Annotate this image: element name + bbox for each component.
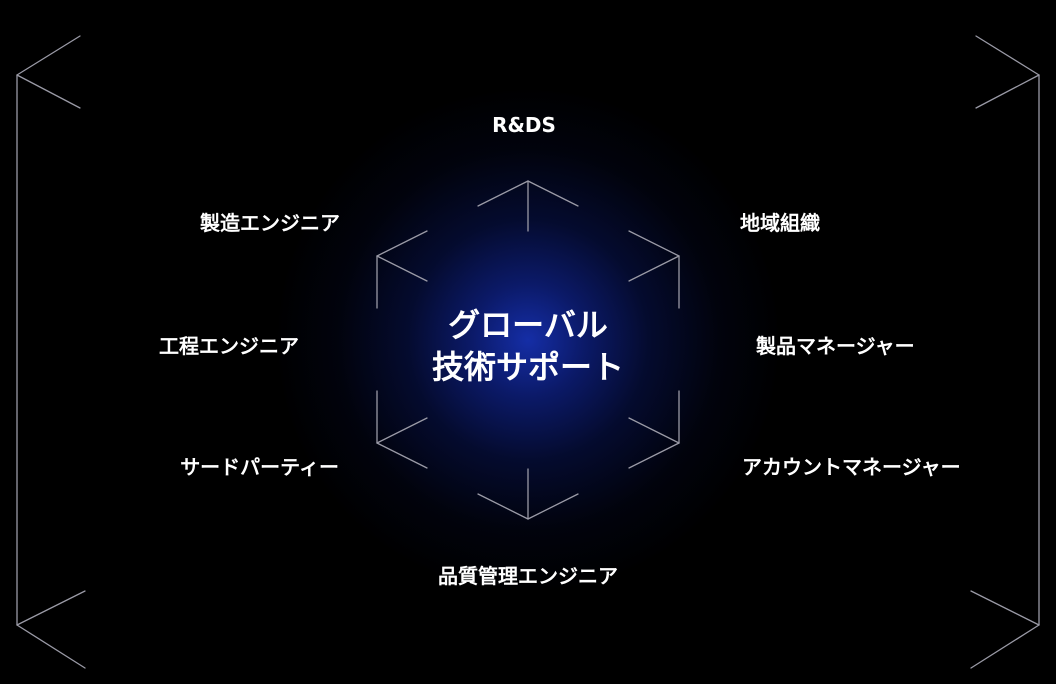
outer-frame xyxy=(16,35,1040,669)
center-label-line1: グローバル xyxy=(448,306,608,344)
hex-edge xyxy=(376,255,428,282)
role-rds: R&DS xyxy=(492,113,556,137)
hex-edge xyxy=(477,493,529,520)
hex-edge xyxy=(376,442,428,469)
frame-edge xyxy=(975,74,1040,109)
frame-edge xyxy=(975,35,1040,76)
frame-edge xyxy=(16,74,81,109)
role-regional-organization: 地域組織 xyxy=(740,211,820,235)
hex-edge xyxy=(527,180,579,207)
hex-edge xyxy=(376,230,428,257)
hex-edge xyxy=(628,442,680,469)
center-hexagon xyxy=(376,180,680,520)
role-process-engineer: 工程エンジニア xyxy=(159,334,299,358)
frame-edge xyxy=(970,590,1040,626)
frame-edge xyxy=(970,624,1040,669)
role-account-manager: アカウントマネージャー xyxy=(742,455,961,479)
hex-edge xyxy=(628,230,680,257)
frame-edge xyxy=(16,35,81,76)
role-third-party: サードパーティー xyxy=(180,455,339,479)
frame-edge xyxy=(16,624,86,669)
hex-edge xyxy=(628,417,680,444)
hex-edge xyxy=(376,417,428,444)
hex-edge xyxy=(477,180,529,207)
center-label: グローバル 技術サポート xyxy=(432,304,624,388)
hex-edge xyxy=(628,255,680,282)
role-product-manager: 製品マネージャー xyxy=(756,334,915,358)
frame-edge xyxy=(16,590,86,626)
role-quality-control-engineer: 品質管理エンジニア xyxy=(438,564,618,588)
role-manufacturing-engineer: 製造エンジニア xyxy=(200,211,340,235)
center-label-line2: 技術サポート xyxy=(431,348,625,386)
hex-edge xyxy=(527,493,579,520)
